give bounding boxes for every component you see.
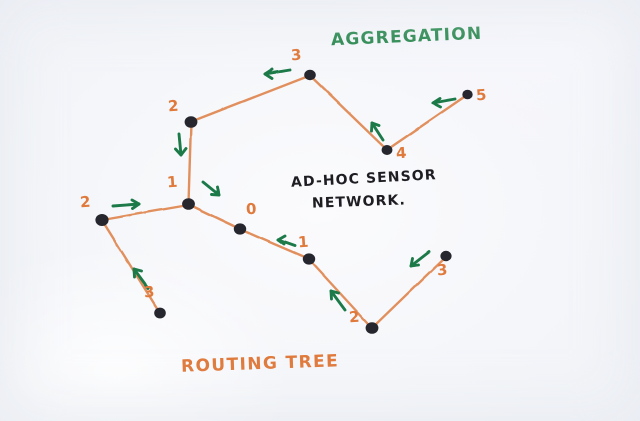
arrow-n3bl-to-n2l [132,267,150,290]
node-label-n5r: 5 [475,85,488,105]
node-label-n1br: 1 [297,232,310,252]
edge-n2l-n1h [100,203,190,222]
edge-n3bl-n2l [101,219,162,315]
node-label-n4r: 4 [395,143,408,163]
node-dot-n2br[interactable] [365,322,379,334]
arrow-n2br-to-n1br [329,289,347,312]
node-dot-n3bl[interactable] [154,307,166,319]
node-dot-n5r[interactable] [462,89,473,100]
edge-n1h-root [187,203,242,231]
node-dot-root[interactable] [233,223,247,235]
edge-n3br-n2br [371,255,448,329]
node-dot-n2l[interactable] [95,214,109,226]
node-dot-n3br[interactable] [440,250,452,262]
arrow-n1h-to-root [201,180,221,197]
node-dot-n4r[interactable] [381,145,393,155]
arrow-n1br-to-root [276,234,297,248]
arrow-n2t-to-n1h [174,132,188,157]
node-dot-n1h[interactable] [182,198,195,210]
edge-n4r-n3t [309,74,389,152]
arrow-n3t-to-n2t [263,68,292,80]
node-label-n1h: 1 [166,172,179,192]
node-label-n3t: 3 [290,45,303,65]
edge-n3t-n2t [190,74,312,123]
arrow-n2l-to-n1h [111,198,141,210]
node-dot-n3t[interactable] [304,69,316,81]
node-dot-n1br[interactable] [302,253,316,265]
arrow-n5r-to-n4r [431,97,457,109]
node-label-root: 0 [245,199,258,219]
edge-n5r-n4r [386,93,469,151]
node-label-n3bl: 3 [143,282,156,302]
node-dot-n2t[interactable] [184,116,198,128]
edge-n2t-n1h [187,121,193,205]
annotation-line-2: NETWORK. [311,192,407,212]
node-label-n2t: 2 [167,96,180,116]
edge-root-n1br [239,228,311,261]
edge-n2br-n1br [308,258,374,330]
node-label-n3br: 3 [436,260,449,280]
arrow-n3br-to-n2br [409,250,431,268]
node-label-n2l: 2 [79,192,92,212]
node-label-n2br: 2 [348,307,361,327]
arrow-n4r-to-n3t [370,121,385,142]
